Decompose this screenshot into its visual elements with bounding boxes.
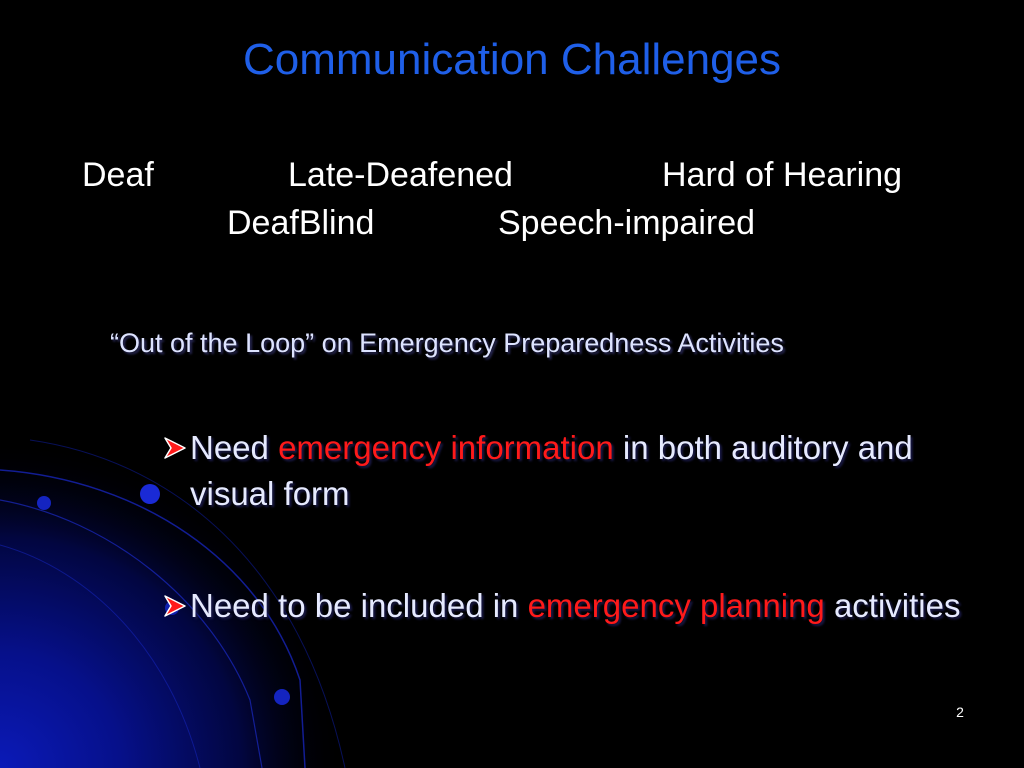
bullet-text: in both auditory and visual form	[190, 429, 913, 512]
category-item: DeafBlind	[227, 204, 375, 242]
bullet-item: Need emergency information in both audit…	[162, 425, 982, 517]
bullet-list: Need emergency information in both audit…	[162, 425, 982, 695]
arrow-bullet-icon	[164, 437, 186, 459]
decor-dot	[140, 484, 160, 504]
bullet-emphasis: emergency planning	[527, 587, 825, 624]
bullet-item: Need to be included in emergency plannin…	[162, 583, 982, 629]
bullet-text: activities	[824, 587, 961, 624]
decor-dot	[37, 496, 51, 510]
slide-subtitle: “Out of the Loop” on Emergency Preparedn…	[110, 328, 784, 358]
bullet-emphasis: emergency information	[278, 429, 614, 466]
bullet-text: Need to be included in	[190, 587, 528, 624]
page-number: 2	[956, 704, 964, 720]
category-item: Deaf	[82, 156, 154, 194]
category-item: Late-Deafened	[288, 156, 513, 194]
decor-dot	[274, 689, 290, 705]
category-item: Speech-impaired	[498, 204, 756, 242]
slide-title: Communication Challenges	[242, 35, 782, 84]
arrow-bullet-icon	[164, 595, 186, 617]
category-item: Hard of Hearing	[662, 156, 903, 194]
bullet-text: Need	[190, 429, 279, 466]
